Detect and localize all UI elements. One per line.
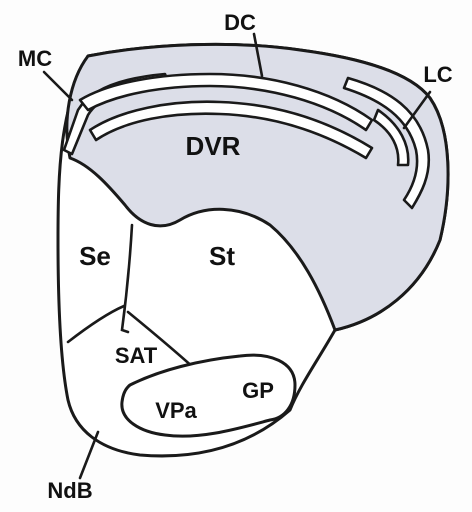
label-vpa: VPa	[155, 398, 197, 423]
label-se: Se	[79, 241, 111, 271]
leader-ndb	[80, 432, 98, 478]
leader-mc	[44, 72, 72, 100]
label-gp: GP	[242, 378, 274, 403]
label-sat: SAT	[115, 343, 158, 368]
label-dvr: DVR	[186, 131, 241, 161]
label-ndb: NdB	[47, 478, 92, 503]
label-dc: DC	[224, 10, 256, 35]
label-lc: LC	[423, 62, 452, 87]
label-st: St	[209, 241, 235, 271]
label-mc: MC	[18, 46, 52, 71]
